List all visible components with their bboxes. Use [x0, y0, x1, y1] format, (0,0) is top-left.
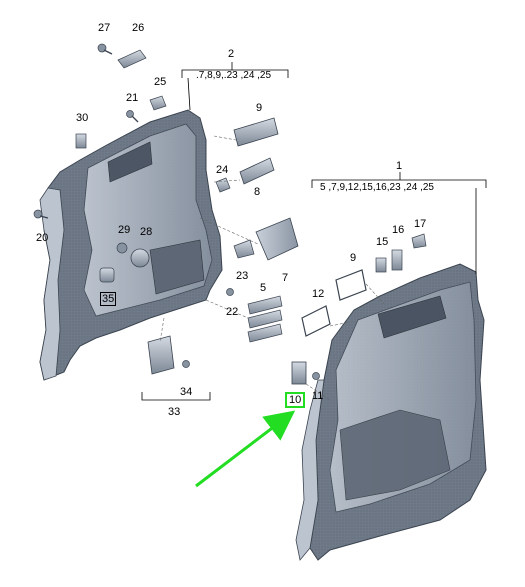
label-16: 16	[392, 224, 405, 236]
part-28-socket	[130, 248, 150, 268]
highlight-arrow	[195, 410, 296, 488]
label-9b: 9	[350, 252, 357, 264]
part-30-clip	[75, 133, 87, 149]
part-16-clip	[391, 249, 403, 271]
label-22: 22	[226, 306, 239, 318]
label-34: 34	[180, 386, 193, 398]
label-1-subrefs: 5 ,7,9,12,15,16,23 ,24 ,25	[320, 182, 434, 193]
part-12-frame	[301, 305, 331, 337]
part-35-plug	[99, 267, 115, 283]
label-15: 15	[376, 236, 389, 248]
callout-bracket-33	[141, 392, 211, 401]
label-8: 8	[254, 186, 261, 198]
part-20-screw	[33, 209, 49, 219]
part-29-socket	[116, 242, 128, 254]
part-9-cover	[233, 117, 279, 147]
part-24-clip	[215, 177, 231, 193]
part-11-plug	[312, 372, 320, 380]
label-30: 30	[76, 112, 89, 124]
label-33: 33	[168, 406, 181, 418]
right-side-trim-panel	[295, 263, 487, 561]
part-23-clip	[233, 239, 255, 259]
callout-bracket-2	[181, 62, 289, 111]
callout-bracket-1	[311, 172, 487, 274]
part-17-clip	[411, 233, 427, 249]
label-20: 20	[36, 232, 49, 244]
label-5: 5	[260, 282, 267, 294]
leader-lines	[159, 135, 385, 401]
label-29: 29	[118, 224, 131, 236]
part-34-screw	[182, 360, 190, 368]
label-17: 17	[414, 218, 427, 230]
label-28: 28	[140, 226, 153, 238]
left-side-trim-panel	[39, 109, 223, 381]
part-25-clip	[149, 95, 167, 111]
label-21: 21	[126, 92, 139, 104]
part-7-bracket	[255, 217, 299, 261]
label-25: 25	[154, 76, 167, 88]
part-5-strips	[247, 295, 283, 343]
label-10-highlighted: 10	[285, 392, 306, 408]
label-27: 27	[98, 22, 111, 34]
label-24: 24	[216, 164, 229, 176]
label-1: 1	[396, 160, 403, 172]
part-21-screw	[126, 110, 139, 123]
label-12: 12	[312, 288, 325, 300]
label-2-subrefs: .7,8,9,.23 ,24 ,25	[196, 70, 272, 81]
label-7: 7	[282, 272, 289, 284]
part-15-clip	[375, 257, 387, 273]
part-33-bracket	[147, 335, 175, 375]
label-11: 11	[312, 390, 324, 402]
part-10-switch	[291, 361, 307, 385]
label-23: 23	[236, 270, 249, 282]
part-9b-frame	[335, 269, 367, 301]
label-26: 26	[132, 22, 145, 34]
part-22-screw	[226, 288, 234, 296]
label-2: 2	[228, 48, 235, 60]
label-35: 35	[100, 292, 117, 306]
label-9a: 9	[256, 102, 263, 114]
part-27-screw	[97, 43, 113, 55]
part-8-cover	[239, 157, 275, 185]
part-26-strip	[117, 49, 147, 69]
